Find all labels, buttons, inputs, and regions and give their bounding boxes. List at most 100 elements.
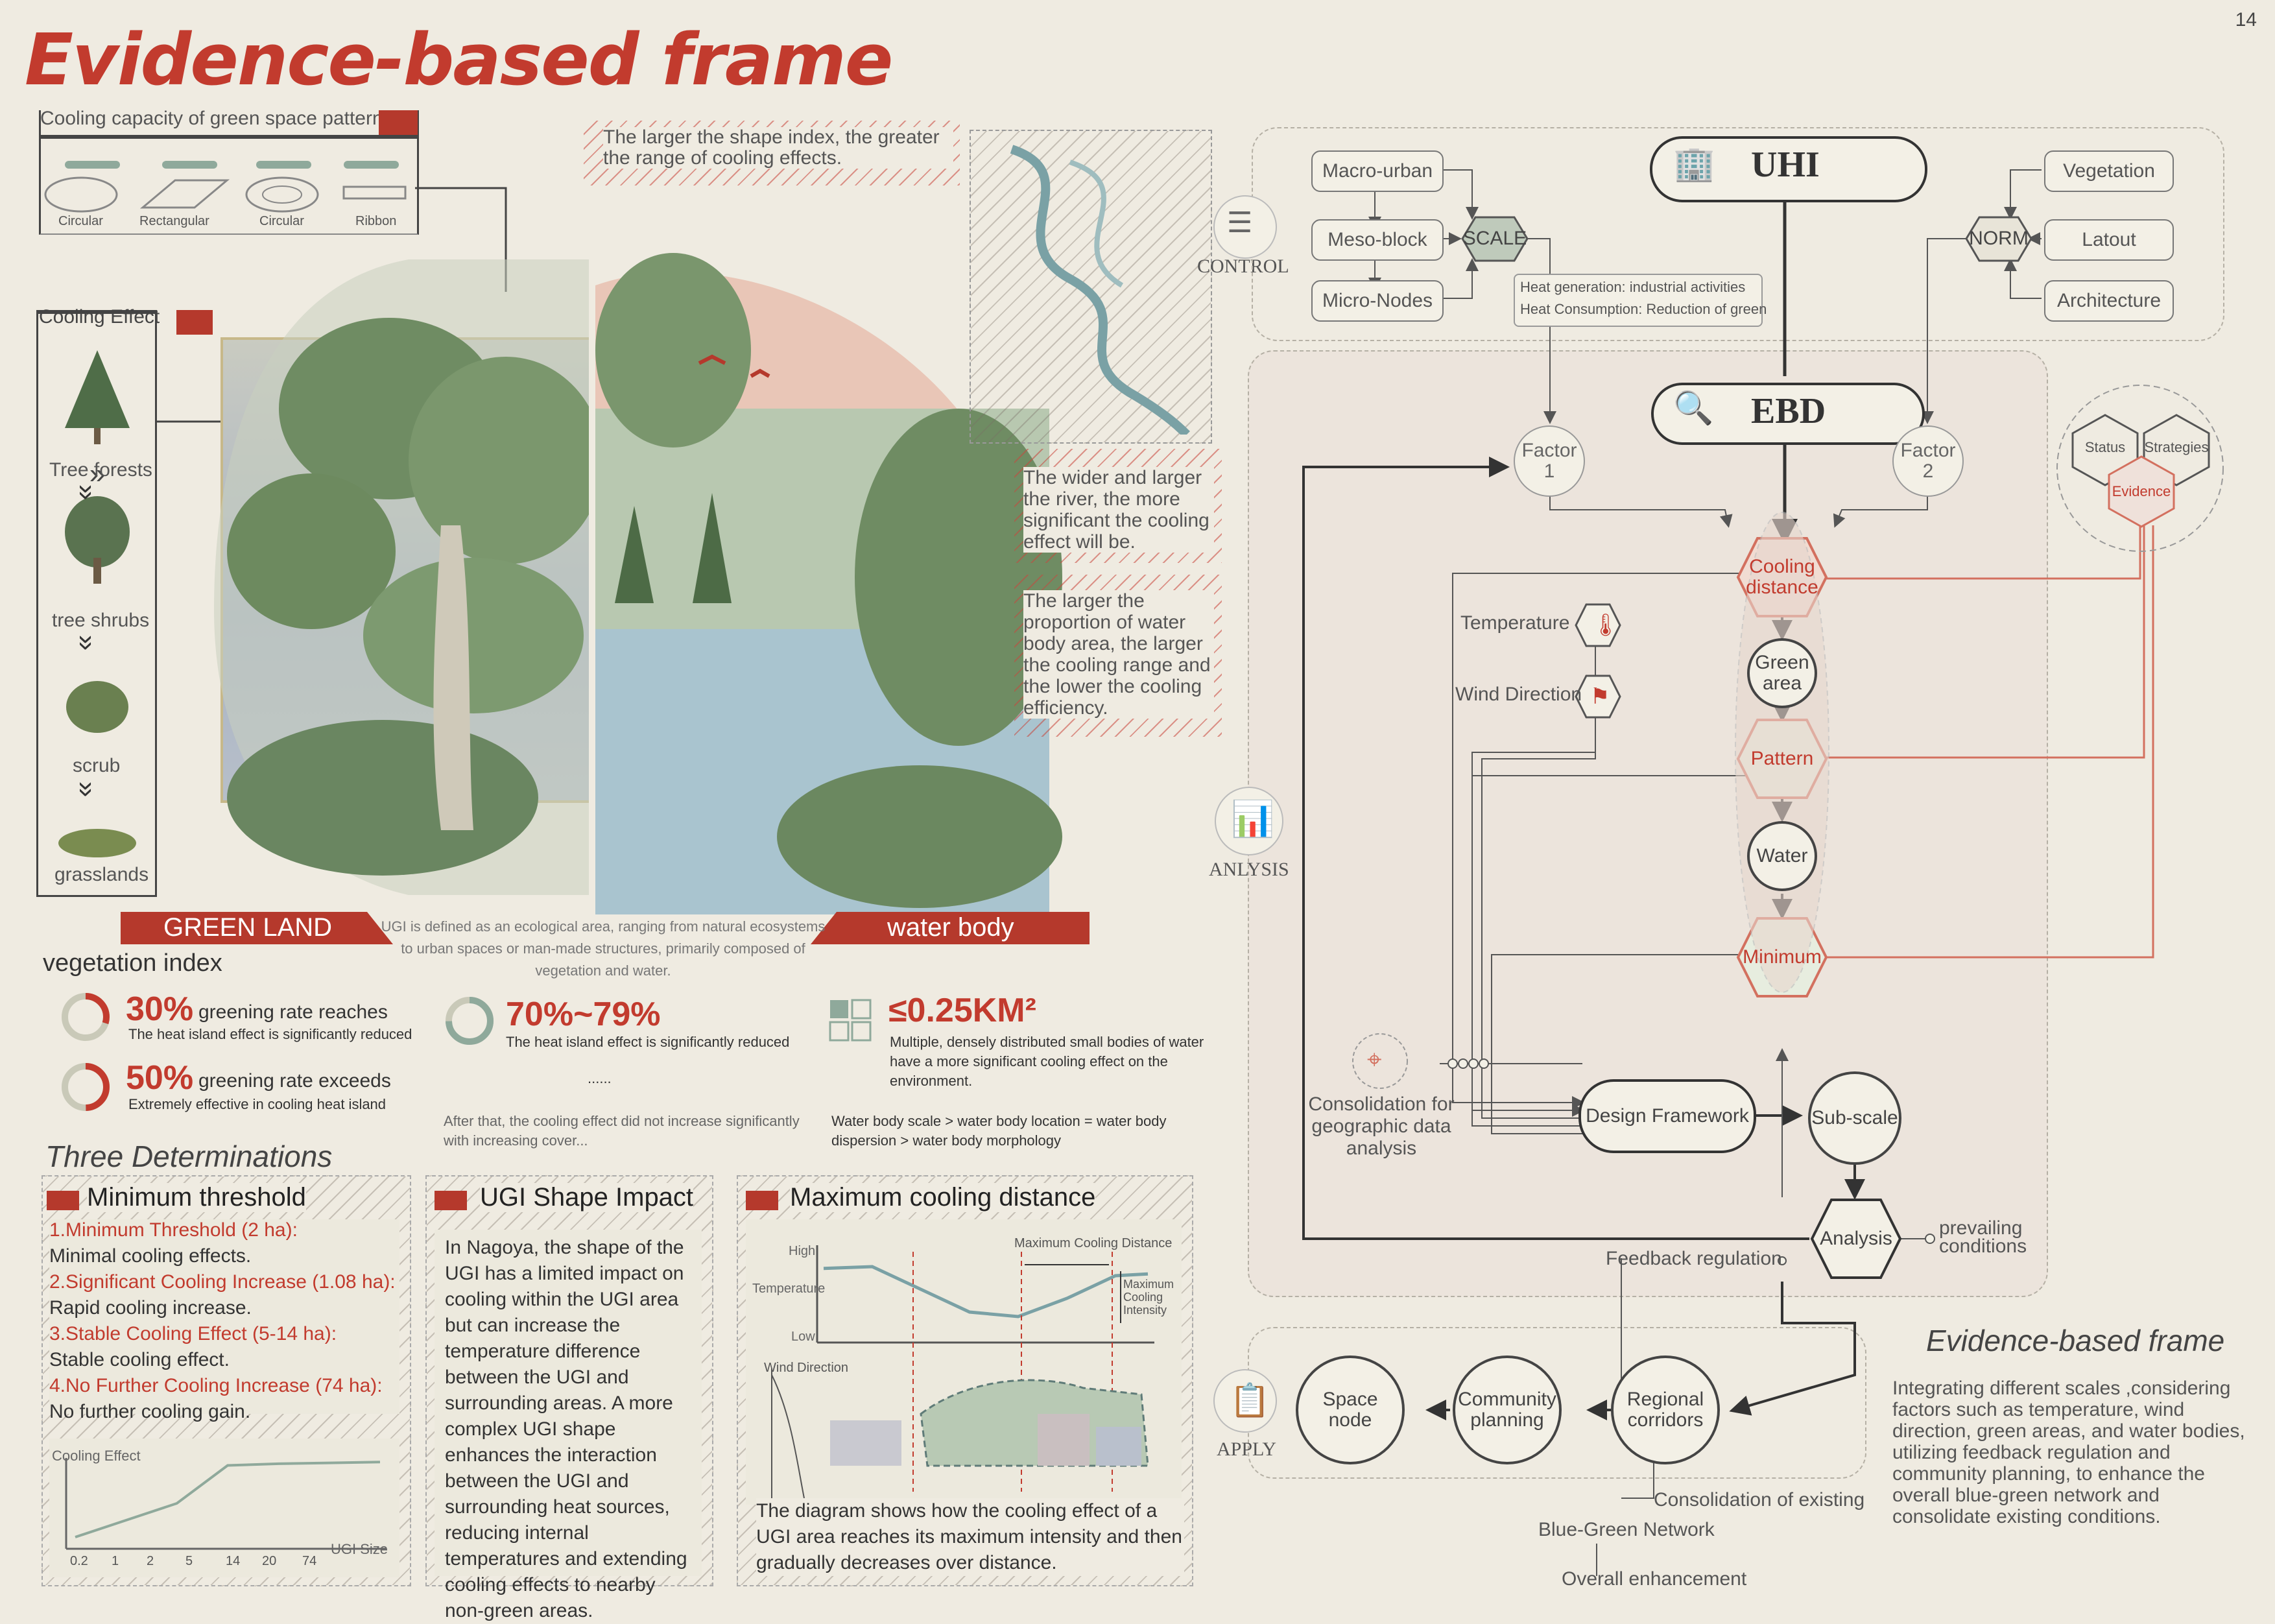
stat-50-label: greening rate exceeds: [198, 1070, 391, 1092]
maxdist-title: Maximum cooling distance: [790, 1183, 1096, 1212]
patterns-panel: [39, 110, 419, 235]
water-body-banner: water body: [887, 913, 1014, 942]
threshold-tick: 2: [147, 1554, 154, 1568]
anlysis-label: ANLYSIS: [1209, 859, 1289, 880]
threshold-item-body: Rapid cooling increase.: [49, 1297, 252, 1319]
stat-water-desc: Multiple, densely distributed small bodi…: [890, 1034, 1204, 1089]
vegetation-index-heading: vegetation index: [43, 949, 222, 977]
veg-label: grasslands: [54, 864, 149, 885]
green-land-banner: GREEN LAND: [163, 913, 333, 942]
patterns-red-tab: [379, 110, 418, 135]
strategies-node: Strategies: [2144, 439, 2209, 455]
analysis-region: [1248, 350, 2048, 1297]
pattern-label: Circular: [58, 214, 103, 228]
pattern-label: Ribbon: [355, 214, 397, 228]
feedback-label: Feedback regulation: [1606, 1248, 1782, 1269]
design-framework-node: Design Framework: [1578, 1079, 1756, 1153]
river-box: [970, 130, 1212, 444]
water-node: Water: [1747, 821, 1817, 891]
panel-red-tab: [435, 1191, 467, 1210]
cooling-distance-node: Cooling distance: [1746, 556, 1818, 598]
threshold-tick: 1: [112, 1554, 119, 1568]
wind-direction-node-label: Wind Direction: [1455, 684, 1582, 705]
scale-node: SCALE: [1462, 228, 1527, 249]
temperature-curve: [823, 1265, 1149, 1319]
clipboard-icon: 📋: [1230, 1382, 1270, 1418]
analysis-node: Analysis: [1820, 1228, 1892, 1249]
svg-text:»: »: [89, 458, 105, 490]
green-area-node: Green area: [1747, 638, 1817, 708]
maxdist-chart: [771, 1245, 1154, 1499]
veg-label: Tree forests: [49, 459, 152, 481]
summary-title: Evidence-based frame: [1926, 1324, 2225, 1357]
cooling-effect-heading: Cooling Effect: [39, 306, 160, 328]
green-land-banner-shape: [121, 912, 393, 944]
threshold-item-head: 3.Stable Cooling Effect (5-14 ha):: [49, 1323, 337, 1344]
bar-chart-icon: 📊: [1231, 800, 1275, 839]
stat-water-pct: ≤0.25KM²: [888, 992, 1036, 1029]
three-heading: Three Determinations: [45, 1140, 333, 1173]
compass-icon: ⌖: [1367, 1045, 1382, 1074]
water-callout: The larger the proportion of water body …: [1023, 590, 1214, 719]
stat-30-pct: 30%: [126, 990, 194, 1028]
patterns-heading: Cooling capacity of green space patterns: [40, 108, 393, 129]
stat-30-desc: The heat island effect is significantly …: [128, 1026, 412, 1042]
regional-node: Regional corridors: [1611, 1355, 1720, 1464]
vegetation-icons: »: [58, 350, 136, 857]
sliders-icon: ☰: [1227, 207, 1253, 239]
temperature-label: Temperature: [1460, 612, 1570, 634]
threshold-item-body: Minimal cooling effects.: [49, 1245, 252, 1267]
ebd-label: EBD: [1751, 391, 1826, 431]
stat-70-desc: The heat island effect is significantly …: [506, 1034, 790, 1050]
threshold-tick: 5: [185, 1554, 193, 1568]
control-label: CONTROL: [1197, 256, 1289, 277]
wind-icon: ⚑: [1590, 684, 1610, 709]
heat-box: [1514, 274, 1763, 327]
stat-30-label: greening rate reaches: [198, 1001, 388, 1023]
maxdist-distance-label: Maximum Cooling Distance: [1014, 1236, 1173, 1250]
shape-inner: [435, 1230, 702, 1576]
heat-consumption: Heat Consumption: Reduction of green: [1520, 301, 1767, 317]
summary-text: Integrating different scales ,considerin…: [1892, 1378, 2245, 1527]
factor1-node: Factor 1: [1514, 425, 1585, 497]
threshold-tick: 14: [226, 1554, 241, 1568]
stat-50-pct: 50%: [126, 1059, 194, 1097]
maxdist-high: High: [789, 1244, 816, 1258]
threshold-tick: 0.2: [70, 1554, 88, 1568]
pattern-node: Pattern: [1750, 748, 1814, 769]
ellipsis: ......: [588, 1070, 612, 1086]
cooling-red-tab: [176, 310, 213, 335]
progress-ring: [62, 993, 110, 1041]
progress-ring: [446, 997, 494, 1045]
factor2-node: Factor 2: [1892, 425, 1964, 497]
threshold-ylabel: Cooling Effect: [52, 1448, 141, 1464]
veg-label: tree shrubs: [52, 610, 150, 631]
maxdist-intensity-label: Maximum Cooling Intensity: [1123, 1278, 1174, 1317]
page-number: 14: [2235, 9, 2257, 30]
heat-generation: Heat generation: industrial activities: [1520, 279, 1746, 295]
pattern-label: Circular: [259, 214, 304, 228]
building-icon: 🏢: [1673, 145, 1715, 183]
threshold-item-body: Stable cooling effect.: [49, 1349, 230, 1370]
water-illustration: [595, 253, 1062, 914]
river-illustration: [1010, 145, 1190, 435]
meso-block-node: Meso-block: [1311, 219, 1444, 261]
uhi-node: [1650, 136, 1927, 202]
threshold-item-head: 1.Minimum Threshold (2 ha):: [49, 1219, 298, 1241]
min-threshold-title: Minimum threshold: [87, 1183, 306, 1212]
veg-label: scrub: [73, 755, 121, 776]
water-rank: Water body scale > water body location =…: [831, 1113, 1167, 1149]
water-body-banner-shape: [811, 912, 1090, 944]
threshold-tick: 74: [302, 1554, 317, 1568]
after-note: After that, the cooling effect did not i…: [444, 1113, 800, 1149]
space-node: Space node: [1296, 1355, 1405, 1464]
apply-label: APPLY: [1217, 1439, 1277, 1460]
uhi-label: UHI: [1751, 145, 1820, 185]
consolidation-geo: Consolidation for geographic data analys…: [1308, 1093, 1455, 1159]
river-callout: The wider and larger the river, the more…: [1023, 467, 1214, 553]
threshold-item-head: 4.No Further Cooling Increase (74 ha):: [49, 1375, 383, 1396]
minimum-node: Minimum: [1743, 946, 1822, 968]
threshold-curve: [75, 1461, 381, 1538]
connector-lines: [156, 187, 507, 423]
